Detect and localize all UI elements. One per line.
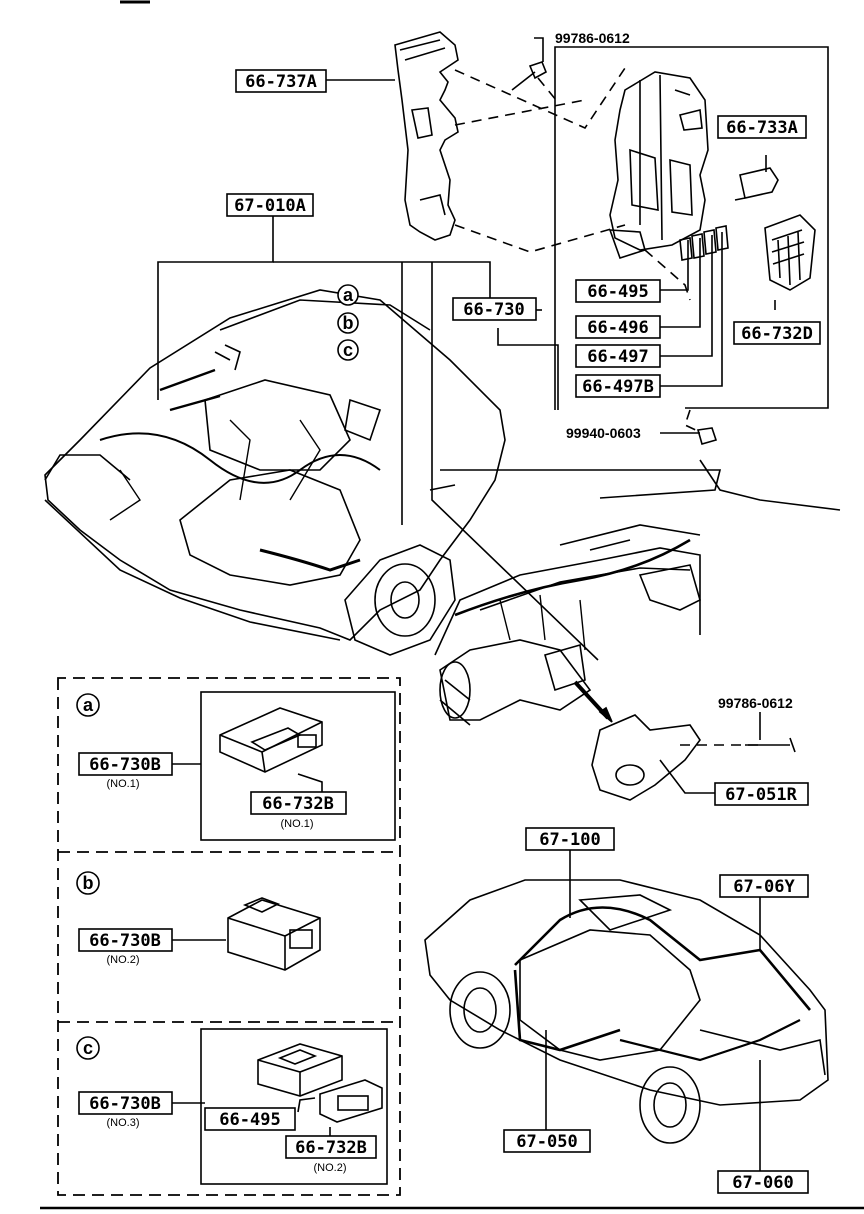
callout-67-051R: 67-051R: [725, 785, 797, 805]
callout-66-495-top: 66-495: [587, 282, 648, 302]
part-nut: 99940-0603: [566, 425, 641, 441]
callout-66-730: 66-730: [463, 300, 524, 320]
detail-c-sub-sub: (NO.2): [314, 1162, 347, 1174]
callout-67-050: 67-050: [516, 1132, 577, 1152]
detail-a-main-sub: (NO.1): [107, 778, 140, 790]
callout-67-060: 67-060: [732, 1173, 793, 1193]
detail-a-inner-frame: [200, 691, 396, 841]
callout-66-737A: 66-737A: [245, 72, 317, 92]
circle-mark-b: b: [343, 313, 354, 333]
detail-b-main-label: 66-730B: [89, 931, 161, 951]
detail-panel-dashed-frame: [57, 677, 401, 1196]
callout-66-497: 66-497: [587, 347, 648, 367]
leader-a-sub: [297, 773, 323, 792]
detail-c-sub-label: 66-732B: [295, 1138, 367, 1158]
detail-a-main-label: 66-730B: [89, 755, 161, 775]
rear-car-illustration: [424, 879, 829, 1144]
engine-bay-illustration: [44, 289, 722, 656]
callout-67-100: 67-100: [539, 830, 600, 850]
fuse-box-frame: [554, 46, 829, 410]
detail-b-marker: b: [83, 873, 94, 893]
callout-boxes: [78, 69, 821, 1194]
connector-module-b-icon: [227, 897, 321, 971]
callout-66-732D: 66-732D: [741, 324, 813, 344]
callout-66-733A: 66-733A: [726, 118, 798, 138]
fuse-box-assembly-illustration: [394, 31, 816, 445]
connector-module-c-icon: [257, 1043, 383, 1123]
dashed-connection-lines: [454, 67, 760, 746]
leader-lines: [157, 37, 776, 1171]
callout-66-496: 66-496: [587, 318, 648, 338]
ecu-module-icon: [219, 707, 323, 773]
detail-a-marker: a: [83, 695, 94, 715]
leader-c-mid: [297, 1097, 316, 1113]
circle-mark-a: a: [343, 285, 354, 305]
part-bolt-top: 99786-0612: [555, 30, 630, 46]
detail-a-sub-label: 66-732B: [262, 794, 334, 814]
callout-66-497B: 66-497B: [582, 377, 654, 397]
circle-mark-c: c: [343, 340, 353, 360]
detail-c-main-sub: (NO.3): [107, 1117, 140, 1129]
callout-67-06Y: 67-06Y: [733, 877, 795, 897]
detail-c-mid-label: 66-495: [219, 1110, 280, 1130]
detail-c-inner-frame: [200, 1028, 388, 1185]
circle-markers: [76, 284, 359, 1060]
part-bolt-mid: 99786-0612: [718, 695, 793, 711]
dashboard-illustration: [434, 459, 841, 801]
detail-c-main-label: 66-730B: [89, 1094, 161, 1114]
detail-a-sub-sub: (NO.1): [281, 818, 314, 830]
detail-b-main-sub: (NO.2): [107, 954, 140, 966]
detail-c-marker: c: [83, 1038, 93, 1058]
callout-67-010A: 67-010A: [234, 196, 306, 216]
